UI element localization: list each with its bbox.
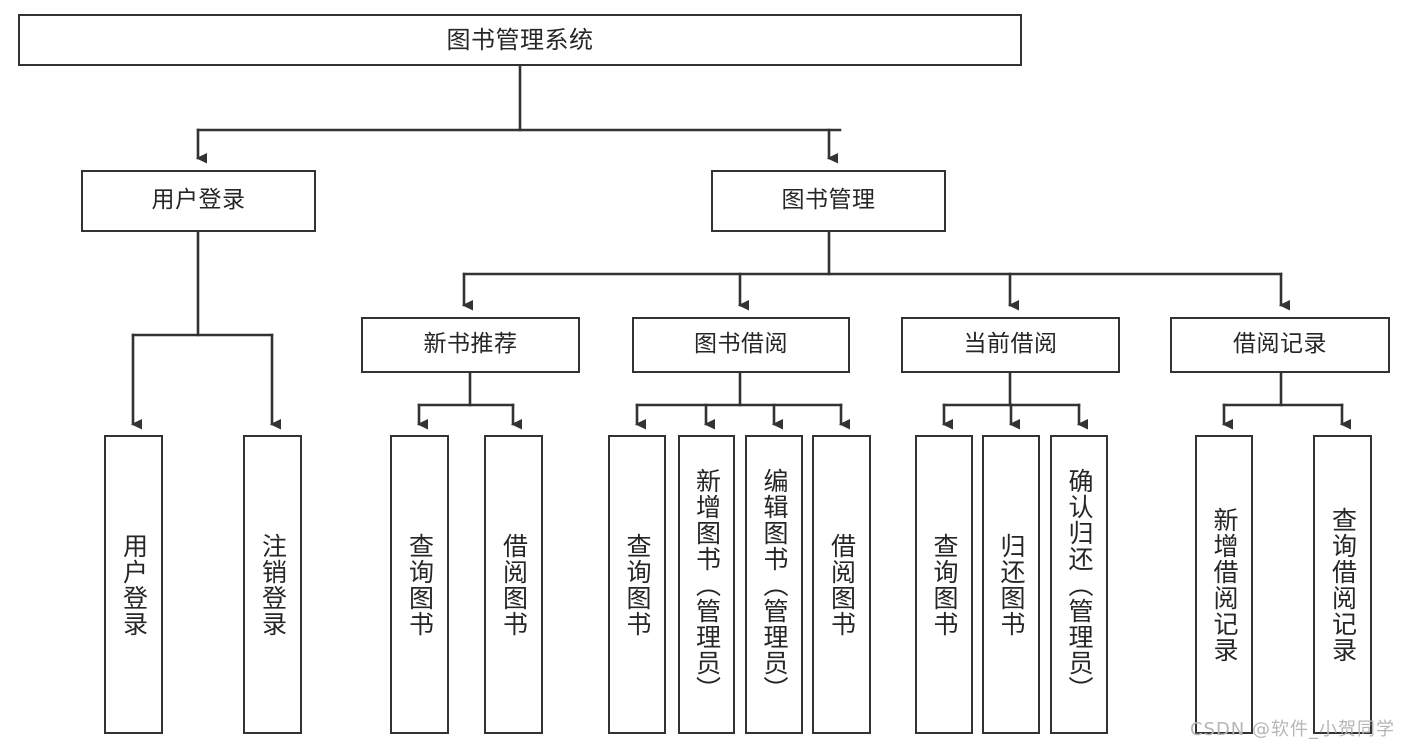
node-user-login-label: 用户登录 [151, 187, 246, 214]
leaf-return-book-label: 归还图书 [997, 532, 1026, 637]
leaf-confirm-return-admin-label: 确认归还（管理员） [1065, 467, 1094, 702]
node-book-management-label: 图书管理 [781, 187, 876, 214]
leaf-edit-book-admin[interactable]: 编辑图书（管理员） [745, 435, 803, 734]
node-book-borrow-label: 图书借阅 [694, 331, 788, 358]
leaf-logout-label: 注销登录 [258, 532, 288, 637]
leaf-add-book-admin[interactable]: 新增图书（管理员） [678, 435, 735, 734]
leaf-borrow-book-recommend[interactable]: 借阅图书 [484, 435, 543, 734]
node-user-login[interactable]: 用户登录 [81, 170, 316, 232]
leaf-confirm-return-admin[interactable]: 确认归还（管理员） [1050, 435, 1108, 734]
leaf-borrow-book-label: 借阅图书 [827, 532, 857, 637]
node-current-borrow-label: 当前借阅 [963, 331, 1058, 358]
leaf-borrow-book[interactable]: 借阅图书 [812, 435, 871, 734]
leaf-edit-book-admin-label: 编辑图书（管理员） [760, 467, 789, 702]
node-root-label: 图书管理系统 [446, 25, 594, 54]
leaf-query-book-recommend[interactable]: 查询图书 [390, 435, 449, 734]
leaf-user-login-label: 用户登录 [119, 532, 149, 637]
node-new-book-recommend-label: 新书推荐 [423, 331, 518, 358]
node-root[interactable]: 图书管理系统 [18, 14, 1022, 66]
node-borrow-record[interactable]: 借阅记录 [1170, 317, 1390, 373]
node-book-borrow[interactable]: 图书借阅 [632, 317, 850, 373]
leaf-query-borrow-record[interactable]: 查询借阅记录 [1313, 435, 1372, 734]
node-borrow-record-label: 借阅记录 [1233, 331, 1327, 358]
leaf-add-borrow-record-label: 新增借阅记录 [1210, 506, 1239, 663]
leaf-query-book-current[interactable]: 查询图书 [915, 435, 973, 734]
leaf-logout[interactable]: 注销登录 [243, 435, 302, 734]
leaf-return-book[interactable]: 归还图书 [982, 435, 1040, 734]
leaf-add-borrow-record[interactable]: 新增借阅记录 [1195, 435, 1253, 734]
leaf-user-login[interactable]: 用户登录 [104, 435, 163, 734]
node-current-borrow[interactable]: 当前借阅 [901, 317, 1120, 373]
leaf-query-book-borrow-label: 查询图书 [623, 532, 652, 637]
leaf-query-book-current-label: 查询图书 [930, 532, 959, 637]
leaf-query-book-borrow[interactable]: 查询图书 [608, 435, 666, 734]
leaf-query-book-recommend-label: 查询图书 [405, 532, 435, 637]
leaf-borrow-book-recommend-label: 借阅图书 [499, 532, 529, 637]
leaf-query-borrow-record-label: 查询借阅记录 [1328, 506, 1358, 663]
node-new-book-recommend[interactable]: 新书推荐 [361, 317, 580, 373]
leaf-add-book-admin-label: 新增图书（管理员） [692, 467, 722, 702]
node-book-management[interactable]: 图书管理 [711, 170, 946, 232]
